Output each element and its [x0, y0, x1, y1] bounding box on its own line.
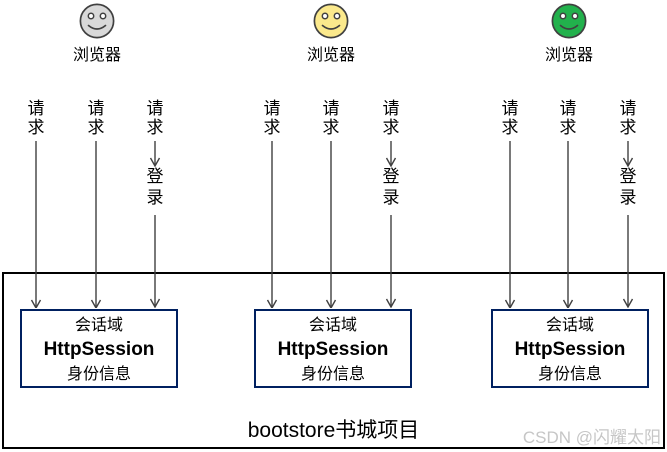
request-arrow: [266, 141, 278, 308]
session-box: 会话域 HttpSession 身份信息: [491, 309, 649, 388]
login-arrow: [149, 215, 161, 308]
login-label: 登录: [619, 167, 637, 207]
project-label: bootstore书城项目: [247, 419, 420, 442]
request-arrow: [90, 141, 102, 308]
request-arrow: [149, 141, 161, 167]
request-arrow: [385, 141, 397, 167]
browser-smiley-face-icon: [551, 3, 587, 39]
watermark: CSDN @闪耀太阳: [522, 428, 661, 447]
session-box-line1: 会话域: [308, 317, 357, 334]
session-box-line3: 身份信息: [537, 366, 602, 383]
session-box-line1: 会话域: [74, 317, 123, 334]
login-arrow: [385, 215, 397, 308]
request-arrow: [622, 141, 634, 167]
request-label: 请求: [382, 99, 400, 137]
browser-smiley-face-icon: [79, 3, 115, 39]
session-box-line1: 会话域: [545, 317, 594, 334]
request-arrow: [562, 141, 574, 308]
project-container-box: [2, 272, 665, 449]
request-label: 请求: [322, 99, 340, 137]
request-label: 请求: [87, 99, 105, 137]
request-label: 请求: [501, 99, 519, 137]
request-arrow: [325, 141, 337, 308]
request-label: 请求: [27, 99, 45, 137]
browser-label: 浏览器: [306, 47, 356, 64]
login-arrow: [622, 215, 634, 308]
browser-label: 浏览器: [544, 47, 594, 64]
request-label: 请求: [263, 99, 281, 137]
session-box-line2: HttpSession: [514, 339, 626, 360]
request-label: 请求: [559, 99, 577, 137]
request-arrow: [504, 141, 516, 308]
browser-smiley-face-icon: [313, 3, 349, 39]
login-label: 登录: [146, 167, 164, 207]
session-box: 会话域 HttpSession 身份信息: [20, 309, 178, 388]
session-box-line2: HttpSession: [277, 339, 389, 360]
session-box-line3: 身份信息: [300, 366, 365, 383]
request-label: 请求: [619, 99, 637, 137]
session-box-line2: HttpSession: [43, 339, 155, 360]
session-box-line3: 身份信息: [66, 366, 131, 383]
request-arrow: [30, 141, 42, 308]
login-label: 登录: [382, 167, 400, 207]
session-box: 会话域 HttpSession 身份信息: [254, 309, 412, 388]
browser-label: 浏览器: [72, 47, 122, 64]
request-label: 请求: [146, 99, 164, 137]
